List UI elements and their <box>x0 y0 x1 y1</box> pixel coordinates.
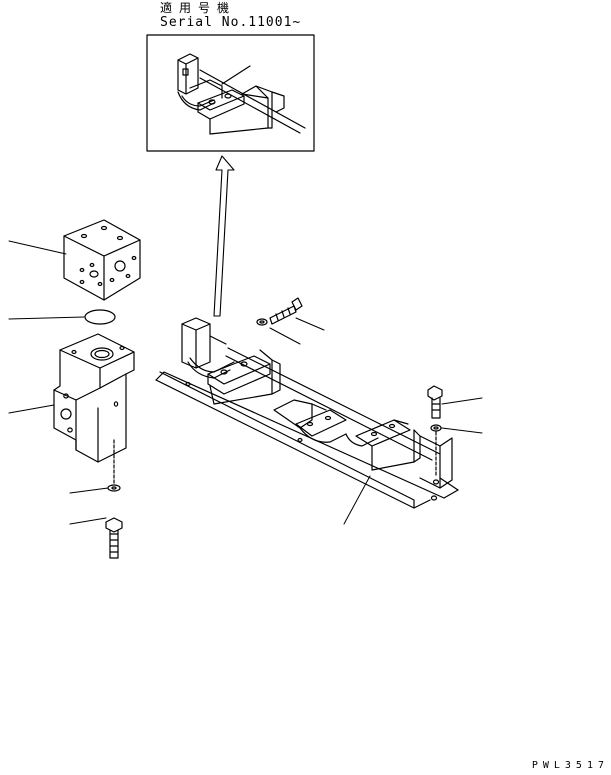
rail-assembly <box>156 318 458 508</box>
mounting-bracket-body <box>54 334 134 462</box>
leader-washer-left <box>70 488 108 493</box>
bolt-top <box>270 298 302 324</box>
leader-bolt-left <box>70 518 106 524</box>
detail-rail-lower <box>200 78 300 133</box>
leader-washer-right <box>442 428 482 433</box>
leader-bolt-top <box>296 318 324 330</box>
leader-o-ring <box>9 317 84 319</box>
o-ring <box>85 310 115 324</box>
drawing-code: PWL3517 <box>531 760 609 771</box>
applicable-models-label: 適用号機 <box>160 1 237 15</box>
leader-washer-top <box>270 328 300 344</box>
washer-right <box>431 425 441 431</box>
valve-block <box>64 220 140 300</box>
washer-top <box>257 319 267 325</box>
detail-clip <box>272 92 284 112</box>
leader-rail-assembly <box>344 476 370 524</box>
washer-left <box>108 485 120 491</box>
detail-inset <box>147 35 314 151</box>
bolt-right <box>428 386 442 418</box>
leader-valve-block <box>9 241 66 254</box>
detail-inset-frame <box>147 35 314 151</box>
leader-bracket-body <box>9 405 54 413</box>
detail-reference-arrow <box>214 156 234 316</box>
bolt-left <box>106 518 122 558</box>
detail-rail-upper <box>200 70 305 128</box>
detail-wedge-block <box>210 86 268 134</box>
detail-stop-block <box>178 54 198 94</box>
leader-lines <box>9 241 482 524</box>
detail-leader-line <box>222 66 250 84</box>
leader-bolt-right <box>442 398 482 404</box>
detail-clamp-saddle <box>178 92 214 110</box>
serial-number-label: Serial No.11001~ <box>160 15 302 30</box>
